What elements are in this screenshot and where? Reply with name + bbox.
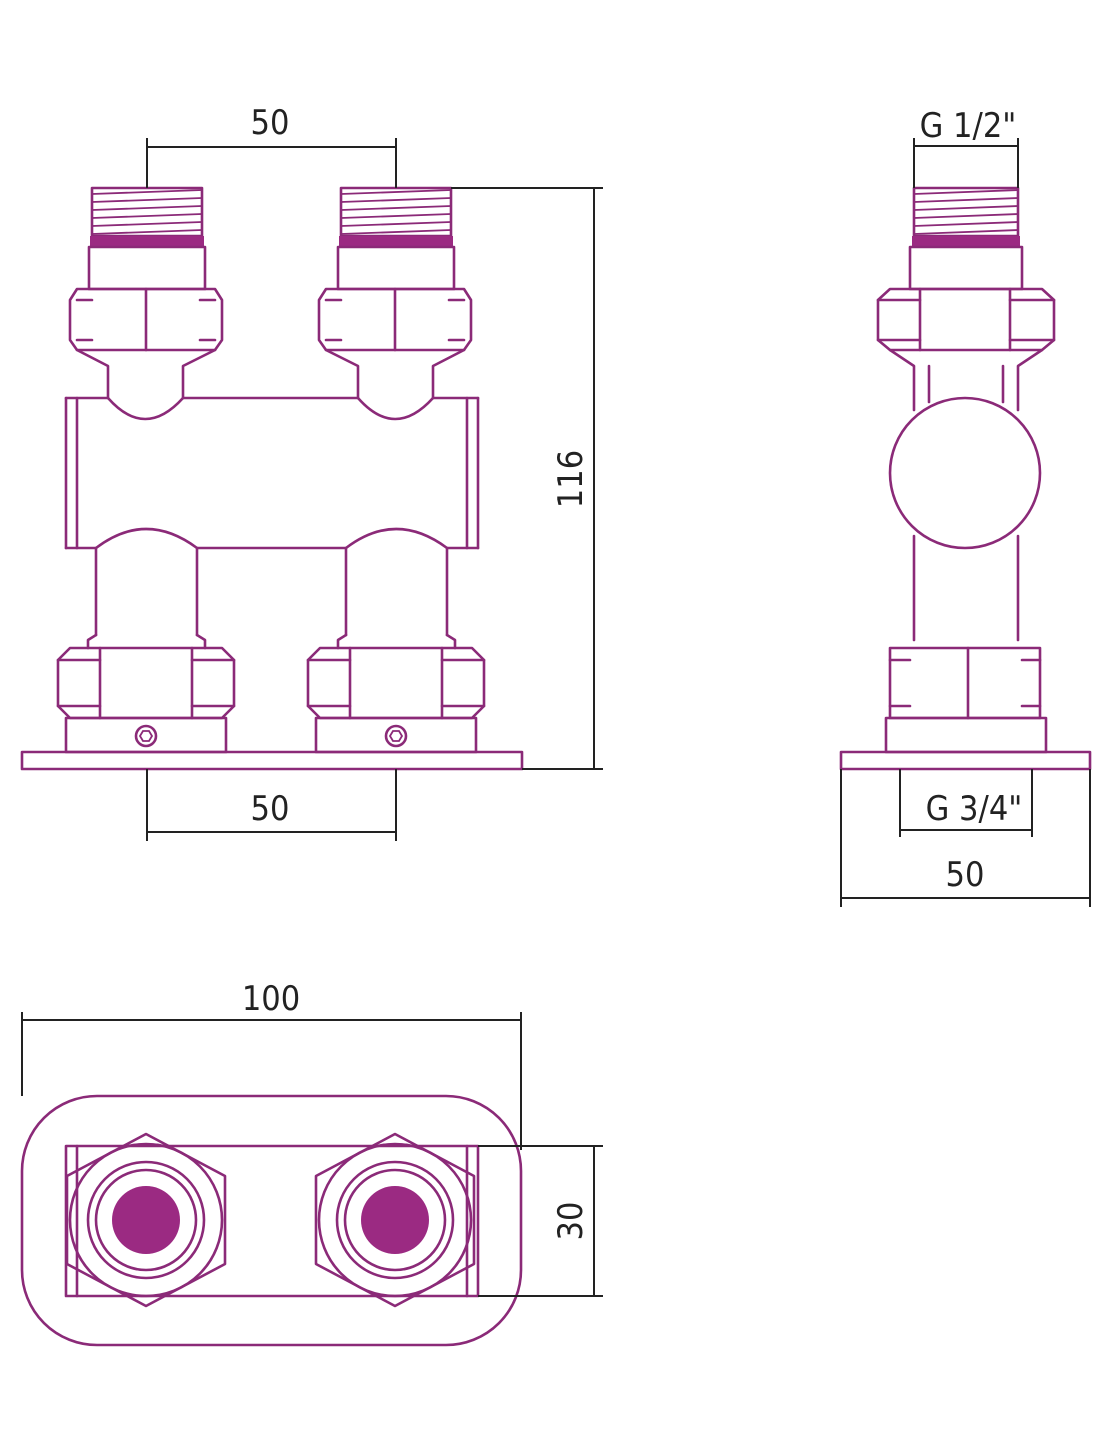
side-body-circle [888,396,1042,550]
front-left-seal-ring [90,236,204,247]
top-right-outlet-hole [361,1186,429,1254]
side-view [839,186,1092,771]
front-right-seal-ring [339,236,453,247]
dim-side-bottom-thread: G 3/4" [926,789,1023,829]
top-dimensions: 100 30 [21,979,603,1297]
dim-side-base-width: 50 [946,855,985,895]
side-seal-ring [912,236,1020,247]
top-left-outlet-hole [112,1186,180,1254]
front-body [64,396,480,550]
dim-top-depth: 30 [551,1202,591,1241]
front-left-lower-fitting [56,527,236,754]
dim-side-top-thread: G 1/2" [920,106,1017,146]
top-outer-plate [20,1094,523,1347]
front-view [20,186,524,771]
front-dimensions: 50 50 116 [146,103,603,841]
dim-front-top-spacing: 50 [251,103,290,143]
front-left-upper-fitting [68,186,224,421]
front-right-upper-fitting [317,186,473,421]
top-left-fitting [65,1132,227,1308]
dim-top-total-width: 100 [242,979,300,1019]
side-dimensions: G 1/2" G 3/4" 50 [840,106,1091,907]
top-view [20,1094,523,1347]
front-base-plate [20,750,524,771]
front-right-lower-fitting [306,527,486,754]
dim-front-height: 116 [551,450,591,508]
top-right-fitting [314,1132,476,1308]
dim-front-bottom-spacing: 50 [251,789,290,829]
